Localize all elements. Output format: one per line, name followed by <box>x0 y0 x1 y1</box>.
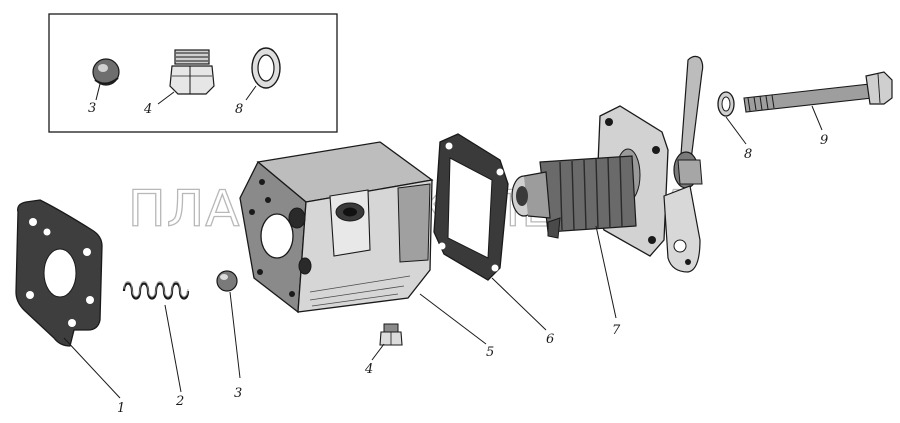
label-gasket-left: 1 <box>117 401 125 416</box>
label-valve-assembly: 7 <box>612 323 621 338</box>
inset-plug <box>169 49 215 95</box>
washer-right <box>717 91 735 117</box>
bolt <box>743 71 893 113</box>
label-plug-bottom: 4 <box>364 362 373 377</box>
housing <box>239 141 434 314</box>
inset-label-plug: 4 <box>143 102 152 117</box>
inset-box: 3 4 8 <box>48 13 338 133</box>
inset-washer <box>251 47 281 89</box>
gasket-left <box>15 199 103 347</box>
label-ball: 3 <box>234 386 242 401</box>
ball <box>216 270 238 292</box>
spring <box>122 281 190 300</box>
label-gasket-right: 6 <box>546 332 554 347</box>
inset-label-ball: 3 <box>88 101 96 116</box>
inset-label-washer: 8 <box>235 102 243 117</box>
valve-assembly <box>511 55 704 273</box>
inset-ball <box>92 58 120 86</box>
gasket-right <box>433 133 509 281</box>
label-washer-right: 8 <box>744 147 752 162</box>
label-bolt: 9 <box>820 133 828 148</box>
label-housing: 5 <box>486 345 494 360</box>
plug-bottom <box>379 323 403 346</box>
label-spring: 2 <box>175 394 184 409</box>
